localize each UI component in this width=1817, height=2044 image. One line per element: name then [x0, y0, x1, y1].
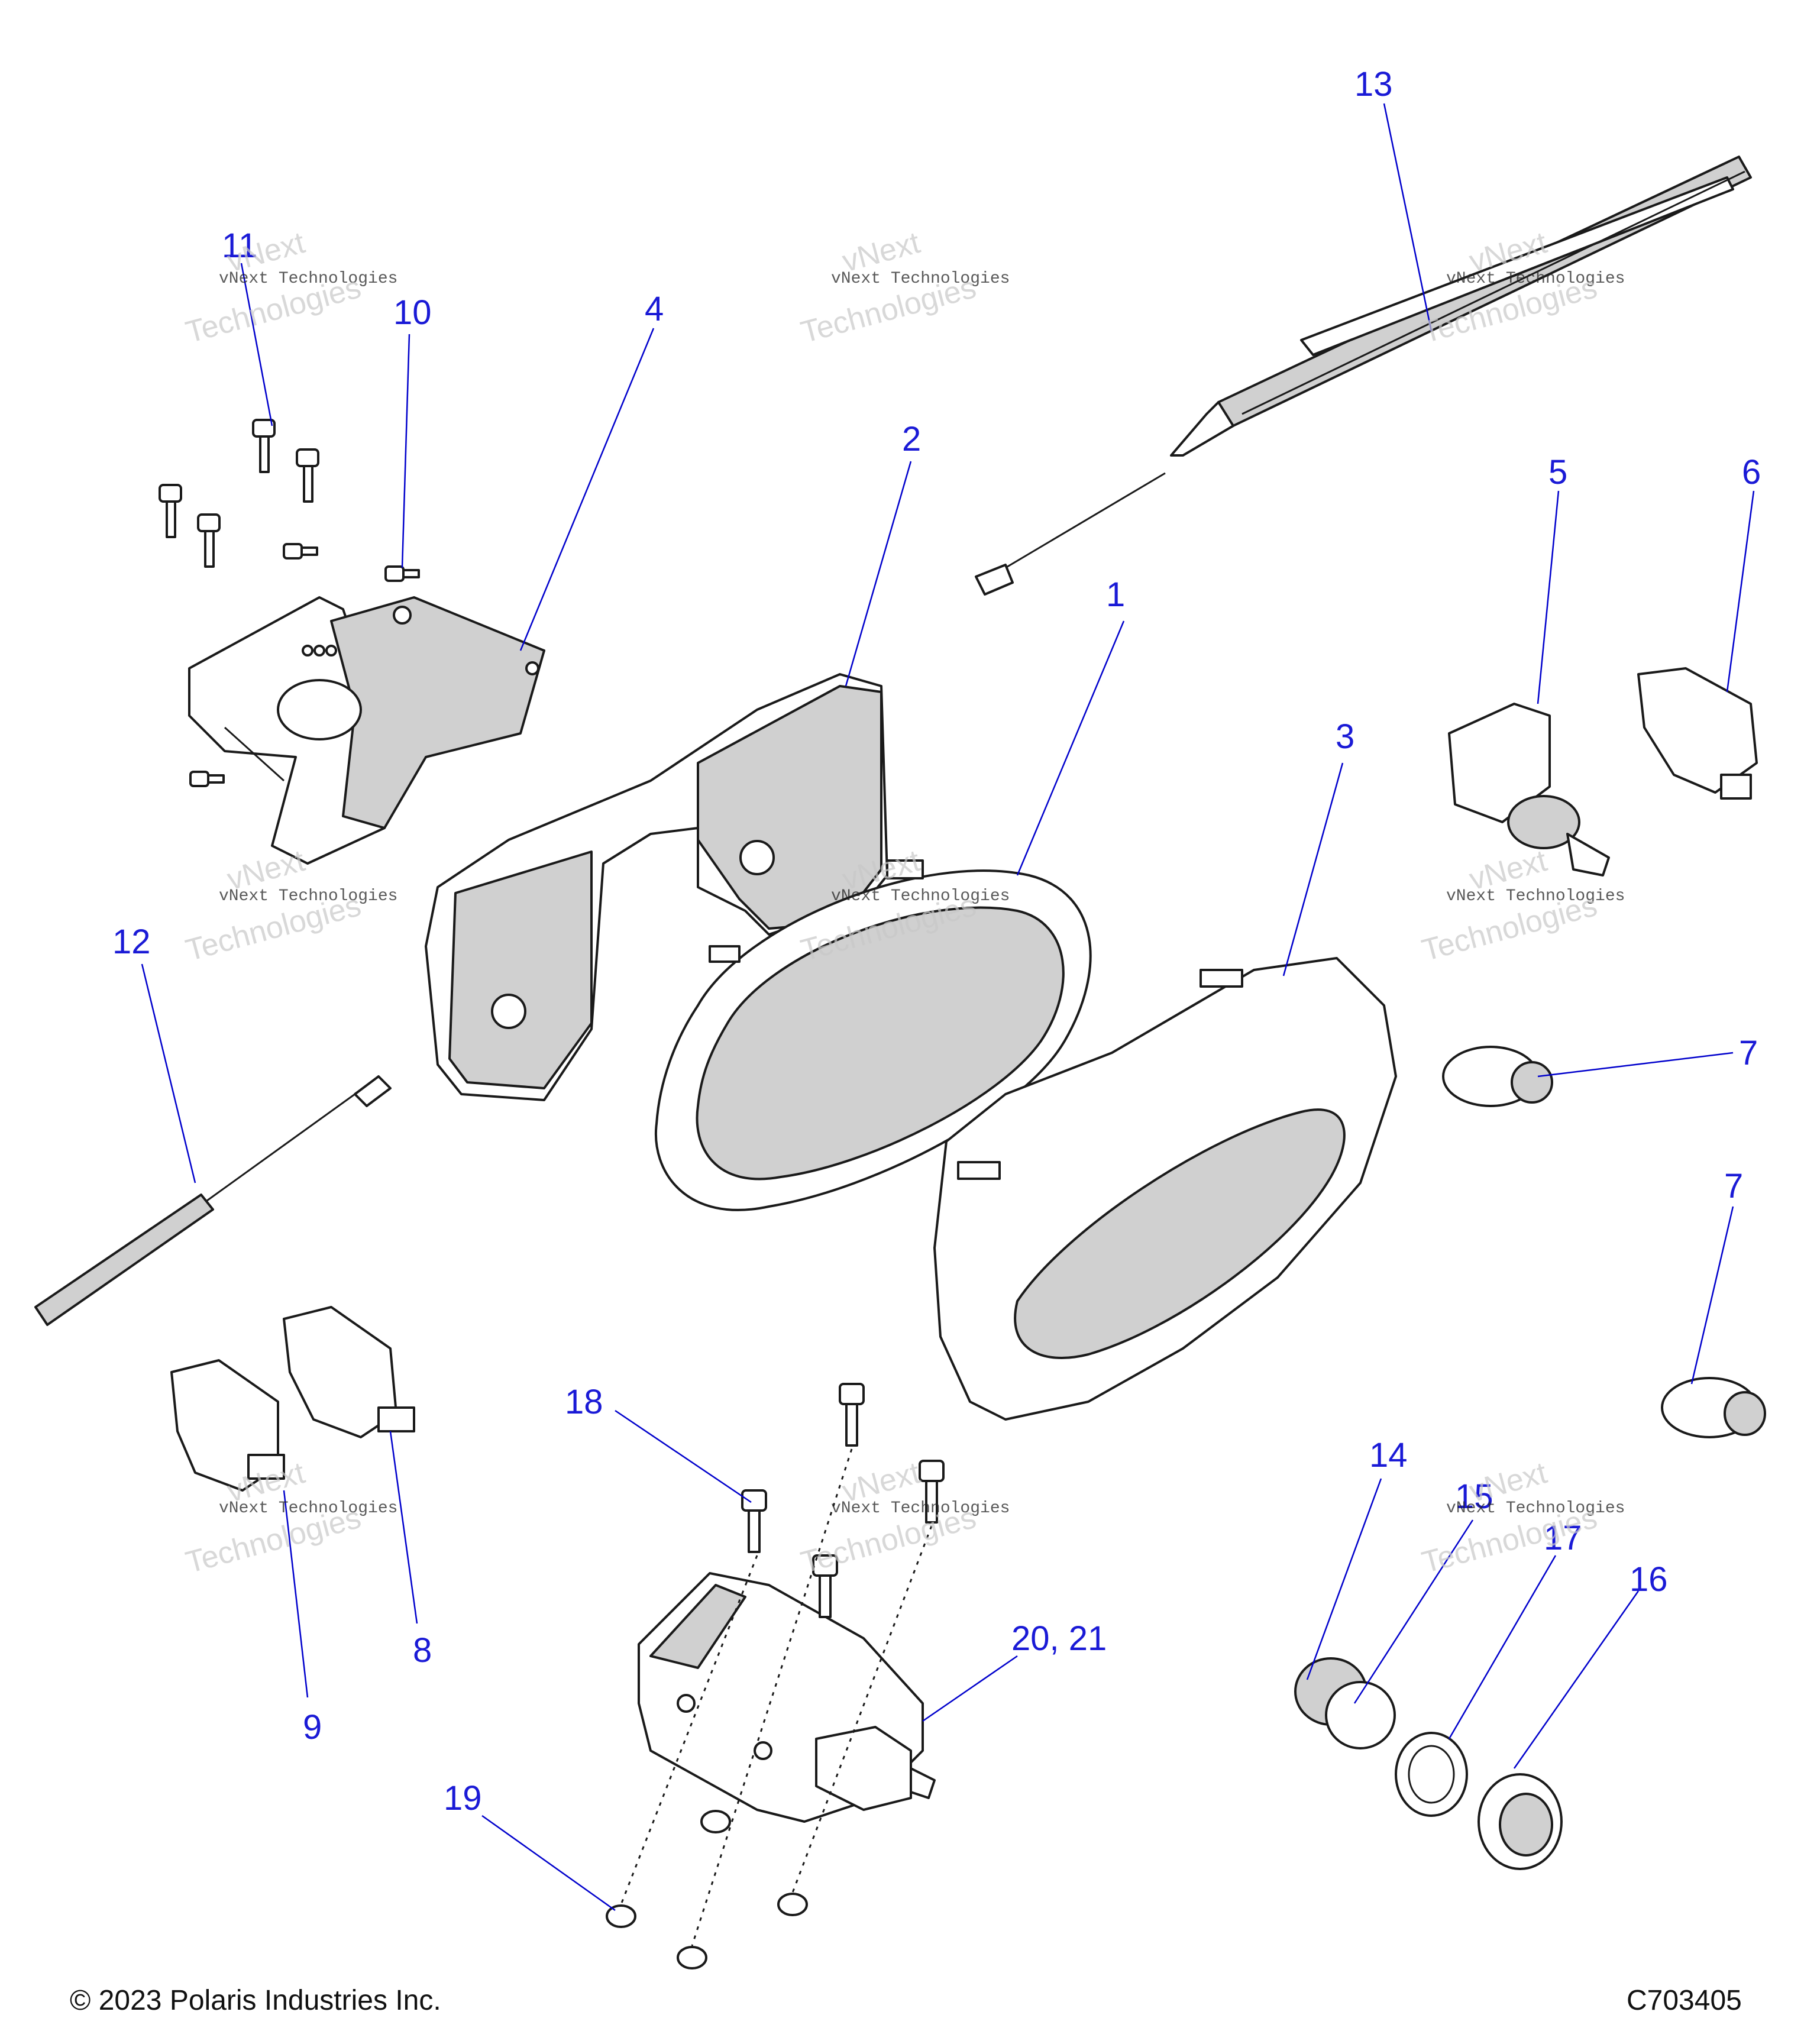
callout-11: 11 — [222, 227, 257, 265]
part-2-rear-housing — [425, 673, 888, 1101]
watermark-top-center: vNext vNext Technologies Technologies — [797, 225, 1010, 350]
svg-text:vNext Technologies: vNext Technologies — [1446, 1499, 1625, 1518]
part-3-front-bezel — [933, 957, 1397, 1421]
watermark-low-right: vNext vNext Technologies Technologies — [1418, 1456, 1625, 1580]
part-19-nut-group — [606, 1810, 808, 1969]
callout-14: 14 — [1369, 1436, 1408, 1474]
part-assembly-lines — [620, 1448, 933, 1946]
svg-text:vNext Technologies: vNext Technologies — [1446, 887, 1625, 905]
callout-9: 9 — [303, 1708, 322, 1747]
svg-text:vNext Technologies: vNext Technologies — [831, 887, 1010, 905]
drawing-number: C703405 — [1627, 1985, 1742, 2016]
callout-12: 12 — [112, 923, 151, 961]
callout-6: 6 — [1742, 453, 1761, 491]
part-14-usb-housing — [1294, 1657, 1396, 1749]
svg-text:vNext Technologies: vNext Technologies — [1446, 270, 1625, 288]
part-16-usb-cap — [1477, 1773, 1563, 1870]
part-8-switch — [283, 1306, 415, 1438]
part-18-bolt-group — [741, 1383, 945, 1618]
copyright-notice: © 2023 Polaris Industries Inc. — [70, 1985, 441, 2016]
part-6-rocker-switch — [1637, 667, 1758, 800]
watermark-top-left: vNext vNext Technologies Technologies — [182, 225, 397, 350]
leader-lines — [141, 103, 1755, 1912]
part-1-instrument-cluster — [655, 859, 1092, 1211]
callout-2: 2 — [902, 420, 921, 458]
svg-text:vNext Technologies: vNext Technologies — [831, 1499, 1010, 1518]
callout-5: 5 — [1548, 453, 1567, 491]
callout-4: 4 — [645, 290, 664, 328]
callout-13: 13 — [1354, 65, 1393, 104]
callout-7a: 7 — [1739, 1034, 1758, 1072]
callout-18: 18 — [565, 1383, 603, 1421]
svg-text:vNext Technologies: vNext Technologies — [219, 887, 397, 905]
part-11-bolt-group — [159, 419, 319, 787]
callout-7b: 7 — [1724, 1167, 1743, 1205]
part-7-accessory-socket-lower — [1661, 1377, 1766, 1438]
callout-8: 8 — [413, 1631, 432, 1670]
callout-3: 3 — [1336, 717, 1354, 756]
callout-1: 1 — [1106, 575, 1125, 614]
callout-15: 15 — [1455, 1477, 1493, 1516]
callout-10: 10 — [393, 293, 432, 332]
part-4-mounting-bracket — [188, 596, 545, 865]
svg-text:vNext Technologies: vNext Technologies — [219, 270, 397, 288]
callout-labels: 1 2 3 4 5 6 7 7 8 9 10 11 12 13 14 15 16… — [112, 65, 1761, 1817]
svg-text:vNext Technologies: vNext Technologies — [219, 1499, 397, 1518]
callout-19: 19 — [444, 1779, 482, 1817]
watermark-low-center: vNext vNext Technologies Technologies — [797, 1456, 1010, 1580]
part-20-21-control-module — [638, 1572, 936, 1823]
watermark-mid-left: vNext vNext Technologies Technologies — [182, 843, 397, 968]
part-5-ignition-switch — [1448, 703, 1610, 877]
callout-16: 16 — [1630, 1560, 1668, 1599]
svg-text:vNext Technologies: vNext Technologies — [831, 270, 1010, 288]
part-10-pin — [384, 565, 420, 582]
part-7-accessory-socket-upper — [1442, 1046, 1553, 1107]
part-9-switch — [170, 1359, 285, 1492]
callout-20-21: 20, 21 — [1011, 1619, 1107, 1658]
callout-17: 17 — [1544, 1519, 1582, 1557]
part-13-light-strip — [975, 156, 1752, 596]
part-12-light-strip — [34, 1075, 392, 1326]
part-17-ring-nut — [1395, 1732, 1468, 1817]
